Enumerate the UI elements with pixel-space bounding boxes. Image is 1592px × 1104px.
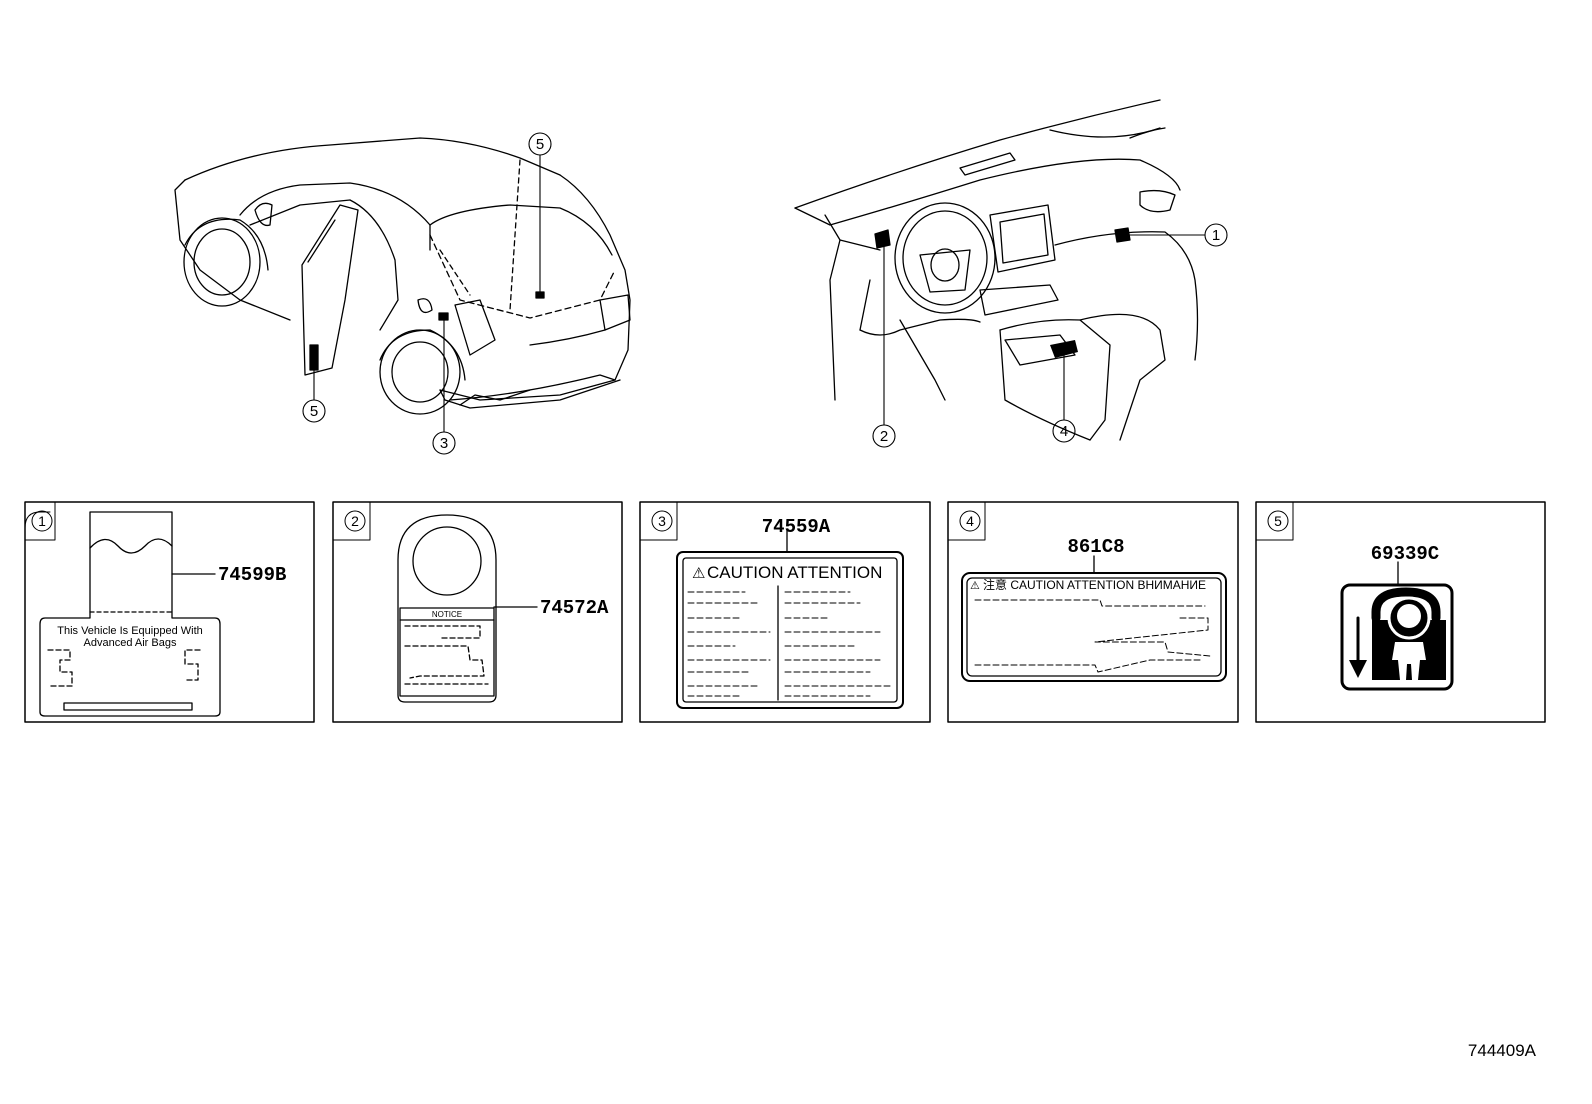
warning-triangle-icon: ⚠ [692, 565, 705, 582]
callout-label-1: 1 [1212, 227, 1220, 244]
panel-3-part-number: 74559A [762, 516, 831, 538]
warning-triangle-icon: ⚠ [970, 580, 980, 592]
panel-1-number: 1 [38, 513, 46, 529]
panel-3-number: 3 [658, 513, 666, 529]
panel-2-number: 2 [351, 513, 359, 529]
panel-2 [332, 501, 623, 723]
panel-3 [639, 501, 931, 723]
panel-1-label-line-1: This Vehicle Is Equipped With [57, 625, 203, 637]
callout-circle-5a [528, 132, 552, 156]
callout-circle-3 [432, 431, 456, 455]
panel-2-part-number: 74572A [540, 597, 609, 619]
panel-5-part-number: 69339C [1371, 543, 1439, 565]
panel-4-caution-title: 注意 CAUTION ATTENTION ВНИМАНИЕ [983, 577, 1206, 592]
callout-label-5b: 5 [310, 403, 318, 420]
car-exterior-illustration [174, 137, 631, 415]
callout-circle-5b [302, 399, 326, 423]
callout-circle-2 [872, 424, 896, 448]
panel-3-caution-title: CAUTION ATTENTION [707, 563, 882, 582]
diagram-id: 744409A [1468, 1041, 1537, 1060]
callout-circle-4 [1052, 419, 1076, 443]
dashboard-illustration [794, 99, 1199, 441]
callout-label-5a: 5 [536, 136, 544, 153]
panel-4-number: 4 [966, 513, 974, 529]
panel-4 [947, 501, 1239, 723]
panel-1 [24, 501, 315, 723]
panel-1-label-line-2: Advanced Air Bags [84, 637, 177, 649]
child-lock-icon [1340, 583, 1454, 691]
callout-label-4: 4 [1060, 423, 1068, 440]
callout-label-3: 3 [440, 435, 448, 452]
callout-label-2: 2 [880, 428, 888, 445]
panel-2-notice-header: NOTICE [432, 610, 462, 619]
callouts [302, 132, 1228, 455]
panel-5 [1255, 501, 1546, 723]
panel-5-number: 5 [1274, 513, 1282, 529]
panel-4-part-number: 861C8 [1067, 536, 1124, 558]
panel-1-part-number: 74599B [218, 564, 286, 586]
callout-circle-1 [1204, 223, 1228, 247]
